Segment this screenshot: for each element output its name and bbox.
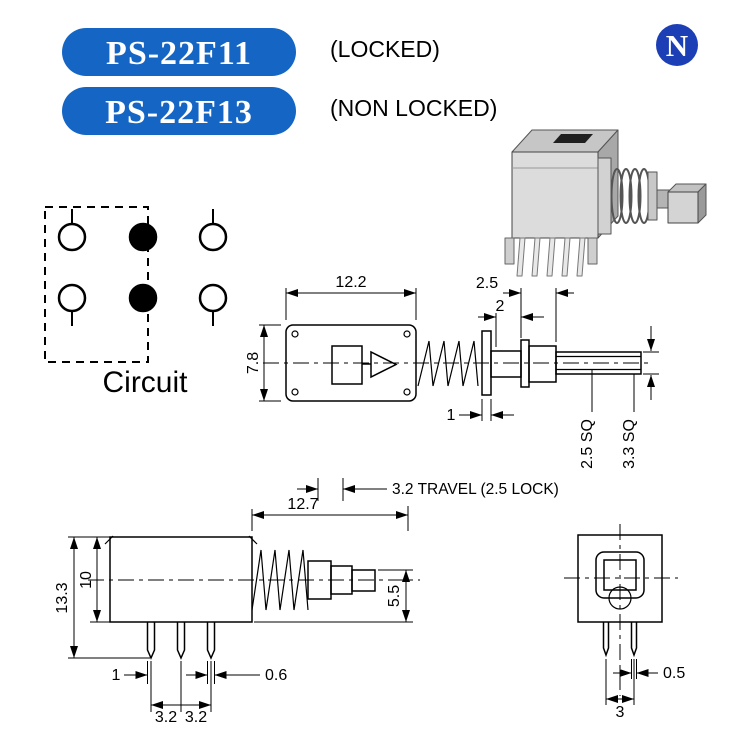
dim-pin-pitch: 3.2 3.2 [150, 661, 212, 726]
terminal-open [198, 283, 228, 313]
dim-pin-width: 0.5 [613, 659, 685, 682]
front-view: 13.3 10 5.5 1 0.6 [54, 535, 420, 726]
dim-text: 3 [616, 704, 625, 721]
dim-pin-pitch: 3 [605, 659, 635, 721]
dim-text: 2 [496, 298, 505, 315]
corner-chamfer [248, 535, 258, 545]
dim-body-height: 10 [78, 537, 110, 623]
dim-text: 5.5 [386, 585, 403, 607]
switch-photo [504, 129, 707, 277]
dim-body-height: 7.8 [245, 324, 281, 402]
dim-shaft-squares: 2.5 SQ 3.3 SQ [579, 326, 659, 469]
dim-text: 2.5 [476, 275, 498, 292]
dim-washer: 1 [447, 399, 514, 424]
dim-text: 12.2 [335, 274, 366, 291]
retainer-plate [647, 171, 658, 221]
dim-text: 2.5 SQ [579, 419, 596, 469]
dim-text: 12.7 [287, 496, 318, 513]
pin [630, 622, 638, 658]
terminal-open [198, 222, 228, 252]
dim-plunger-height: 5.5 [254, 569, 413, 623]
pin [176, 622, 186, 660]
model-type-1: (LOCKED) [330, 36, 440, 62]
bushing-outline [595, 551, 645, 599]
shaft-outer [555, 351, 642, 375]
terminal-open [57, 283, 87, 313]
plunger-tip [351, 569, 376, 592]
model-badge-ps22f13 [62, 87, 296, 135]
corner-boss [403, 388, 411, 396]
travel-note: 3.2 TRAVEL (2.5 LOCK) [392, 481, 559, 498]
cam-arrow [370, 350, 398, 379]
circuit-dashed-box [44, 206, 149, 363]
dim-total-height: 13.3 [54, 536, 150, 659]
brand-logo-letter: N [666, 28, 688, 63]
pin [206, 622, 216, 660]
dim-text: 10 [78, 571, 95, 589]
dim-text: 7.8 [245, 352, 262, 374]
body-outline [577, 534, 663, 623]
button-cap-front [667, 191, 699, 224]
dim-text: 1 [112, 667, 121, 684]
model-code-2: PS-22F13 [105, 94, 253, 131]
corner-boss [291, 388, 299, 396]
dim-text: 13.3 [54, 582, 71, 613]
side-view: 12.2 2.5 2 7.8 1 [245, 274, 659, 469]
dim-pin-offset: 1 [112, 661, 148, 684]
dim-text: 0.6 [265, 667, 287, 684]
brand-logo-icon [656, 24, 698, 66]
pin [602, 622, 610, 658]
bracket-leg-right [587, 237, 598, 265]
dim-pin-width: 0.6 [186, 661, 287, 684]
model-badge-ps22f11 [62, 28, 296, 76]
shaft-circle [608, 586, 632, 610]
corner-boss [291, 330, 299, 338]
spring [417, 340, 479, 387]
model-code-1: PS-22F11 [106, 35, 252, 72]
switch-body-outline [285, 324, 417, 402]
spring [251, 549, 309, 611]
dim-text: 0.5 [663, 665, 685, 682]
dim-text: 3.2 [185, 709, 207, 726]
dim-body-width: 12.2 [285, 274, 417, 320]
end-view: 0.5 3 [564, 524, 685, 721]
terminal-open [57, 222, 87, 252]
model-type-2: (NON LOCKED) [330, 95, 497, 121]
dim-overall-length: 12.7 [251, 496, 409, 531]
dim-text: 3.3 SQ [621, 419, 638, 469]
collar-block [528, 345, 557, 383]
switch-body-outline [109, 536, 253, 623]
inner-contact-block [331, 345, 363, 385]
body-front-face [511, 151, 599, 239]
dim-text: 1 [447, 407, 456, 424]
corner-boss [403, 330, 411, 338]
top-slot [553, 134, 593, 143]
bracket-leg-left [504, 237, 515, 265]
circuit-label: Circuit [102, 366, 188, 399]
mount-bracket [597, 157, 612, 235]
header: PS-22F11 (LOCKED) PS-22F13 (NON LOCKED) … [62, 24, 698, 135]
pin [146, 622, 156, 660]
corner-chamfer [104, 535, 114, 545]
plunger-square [603, 559, 637, 591]
dim-text: 3.2 [155, 709, 177, 726]
terminal-common [128, 283, 158, 313]
circuit-diagram: Circuit [44, 206, 228, 399]
travel-annotation: 3.2 TRAVEL (2.5 LOCK) [297, 478, 559, 501]
terminal-pins [516, 237, 586, 277]
plunger-sleeve [490, 350, 522, 378]
terminal-common [128, 222, 158, 252]
dim-step: 2 [478, 298, 544, 347]
